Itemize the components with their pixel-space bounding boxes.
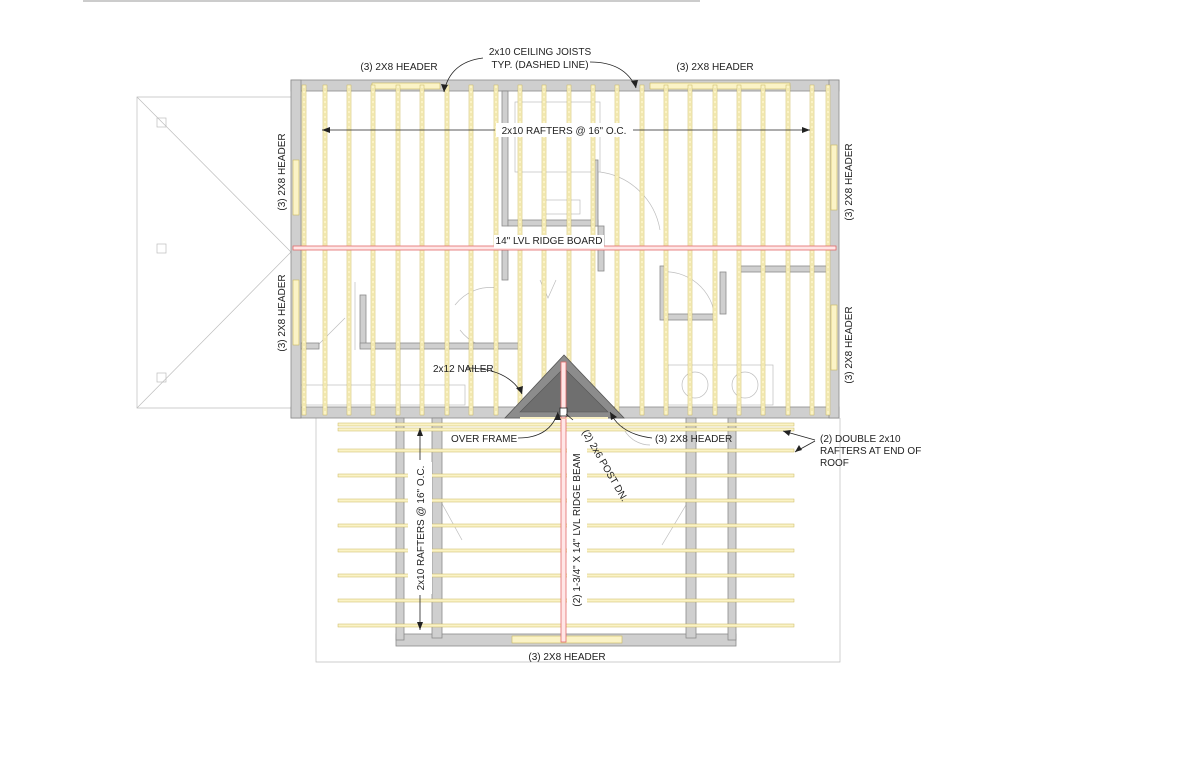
label-double-rafters-1: (2) DOUBLE 2x10 xyxy=(820,434,901,445)
label-header-top-left: (3) 2X8 HEADER xyxy=(360,62,437,73)
label-header-left-lower: (3) 2X8 HEADER xyxy=(277,274,288,351)
dimension-lines xyxy=(322,127,810,630)
label-header-right-upper: (3) 2X8 HEADER xyxy=(844,143,855,220)
label-header-bottom: (3) 2X8 HEADER xyxy=(528,652,605,663)
label-double-rafters-2: RAFTERS AT END OF xyxy=(820,446,921,457)
label-rafters-lower: 2x10 RAFTERS @ 16" O.C. xyxy=(416,466,427,591)
over-frame xyxy=(504,354,625,419)
label-ceiling-joists-1: 2x10 CEILING JOISTS xyxy=(489,47,592,58)
label-over-frame: OVER FRAME xyxy=(451,434,517,445)
label-header-right-lower: (3) 2X8 HEADER xyxy=(844,306,855,383)
label-ridge-board: 14" LVL RIDGE BOARD xyxy=(496,236,603,247)
label-header-left-upper: (3) 2X8 HEADER xyxy=(277,133,288,210)
text-labels: 2x10 CEILING JOISTS TYP. (DASHED LINE) (… xyxy=(277,47,921,663)
label-nailer: 2x12 NAILER xyxy=(433,364,494,375)
adjacent-roof-outline xyxy=(136,96,292,409)
leader-lines xyxy=(441,57,816,453)
label-header-mid: (3) 2X8 HEADER xyxy=(655,434,732,445)
label-ceiling-joists-2: TYP. (DASHED LINE) xyxy=(491,60,588,71)
label-header-top-right: (3) 2X8 HEADER xyxy=(676,62,753,73)
label-rafters-main: 2x10 RAFTERS @ 16" O.C. xyxy=(502,126,627,137)
porch-outline xyxy=(315,418,841,663)
label-ridge-beam: (2) 1-3/4" X 14" LVL RIDGE BEAM xyxy=(572,453,583,606)
label-double-rafters-3: ROOF xyxy=(820,458,849,469)
